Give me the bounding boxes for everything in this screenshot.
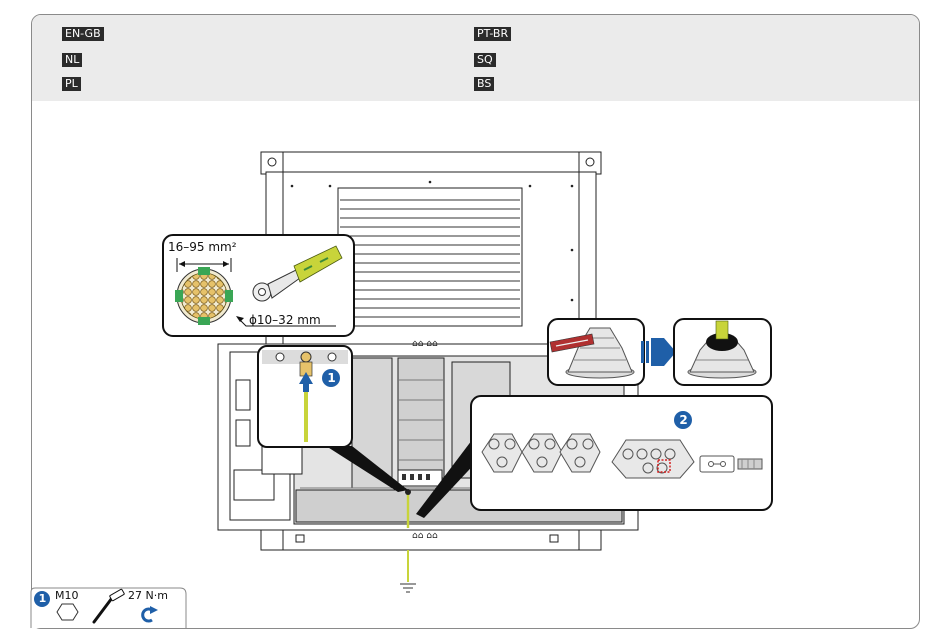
svg-text:⌂⌂ ⌂⌂: ⌂⌂ ⌂⌂ [412, 339, 438, 349]
torque-label: 27 N·m [128, 589, 168, 602]
bolt-size-label: M10 [55, 589, 79, 602]
three-hole-seal-icons [482, 434, 600, 472]
direction-arrow-icon [641, 338, 676, 366]
legend-step-number: 1 [38, 592, 47, 605]
multi-hole-seal-icon [612, 440, 694, 478]
hex-nut-icon [57, 604, 78, 620]
ground-symbol-icon [400, 584, 416, 592]
seal-result-callout [674, 319, 771, 385]
step1-detail-callout [258, 346, 352, 447]
diameter-label: ϕ10–32 mm [249, 313, 321, 327]
step2-number: 2 [679, 413, 688, 427]
cross-section-label: 16–95 mm² [168, 240, 237, 254]
step2-seal-callout [471, 396, 772, 510]
svg-text:⌂⌂ ⌂⌂: ⌂⌂ ⌂⌂ [412, 531, 438, 541]
step1-number: 1 [327, 371, 336, 385]
seal-insert-callout [548, 319, 644, 385]
